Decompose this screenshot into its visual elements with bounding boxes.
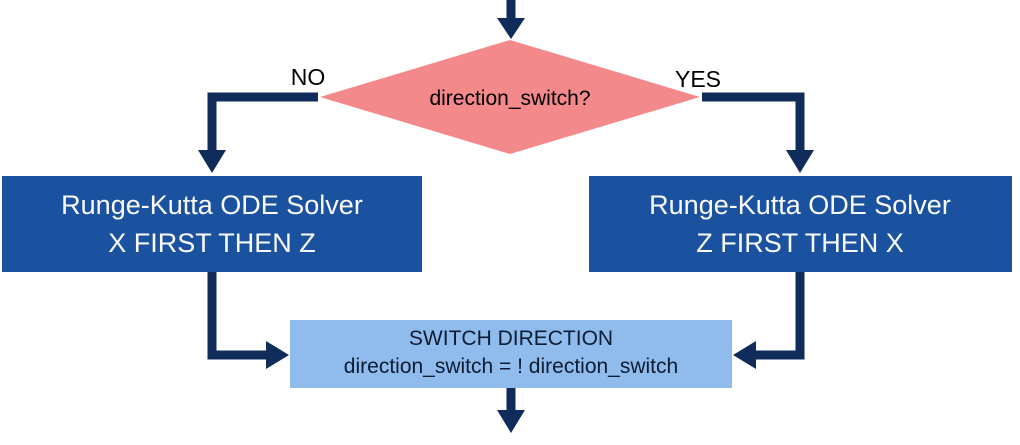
switch-direction-line2: direction_switch = ! direction_switch [344, 355, 678, 378]
connector-no-arrowhead [198, 150, 226, 173]
no-branch-label: NO [291, 64, 326, 90]
arrow-into-decision [497, 0, 525, 39]
connector-yes-line [702, 92, 805, 152]
connector-left-to-switch-line [207, 272, 268, 360]
solver-box-left-line2: X FIRST THEN Z [108, 228, 316, 258]
connector-left-to-switch [207, 272, 289, 369]
solver-box-left-line1: Runge-Kutta ODE Solver [61, 190, 363, 220]
connector-right-to-switch-line [754, 272, 805, 360]
connector-right-to-switch-arrowhead [733, 341, 756, 369]
switch-direction-box-rect [290, 320, 732, 388]
connector-right-to-switch [733, 272, 805, 369]
decision-label: direction_switch? [429, 87, 590, 110]
connector-no-line [207, 92, 318, 152]
switch-direction-line1: SWITCH DIRECTION [409, 327, 613, 350]
connector-yes-branch [702, 92, 814, 173]
connector-left-to-switch-arrowhead [266, 341, 289, 369]
solver-box-right-line1: Runge-Kutta ODE Solver [649, 190, 951, 220]
arrow-out-of-switch-head [497, 410, 525, 433]
switch-direction-box: SWITCH DIRECTION direction_switch = ! di… [290, 320, 732, 388]
connector-no-branch [198, 92, 318, 173]
solver-box-right-line2: Z FIRST THEN X [696, 228, 904, 258]
decision-diamond [320, 40, 700, 154]
solver-box-left-rect [2, 176, 422, 272]
solver-box-right: Runge-Kutta ODE Solver Z FIRST THEN X [589, 176, 1012, 272]
yes-branch-label: YES [675, 66, 721, 92]
arrow-out-of-switch [497, 388, 525, 433]
connector-yes-arrowhead [786, 150, 814, 173]
solver-box-left: Runge-Kutta ODE Solver X FIRST THEN Z [2, 176, 422, 272]
solver-box-right-rect [589, 176, 1012, 272]
arrow-into-decision-head [497, 18, 525, 39]
